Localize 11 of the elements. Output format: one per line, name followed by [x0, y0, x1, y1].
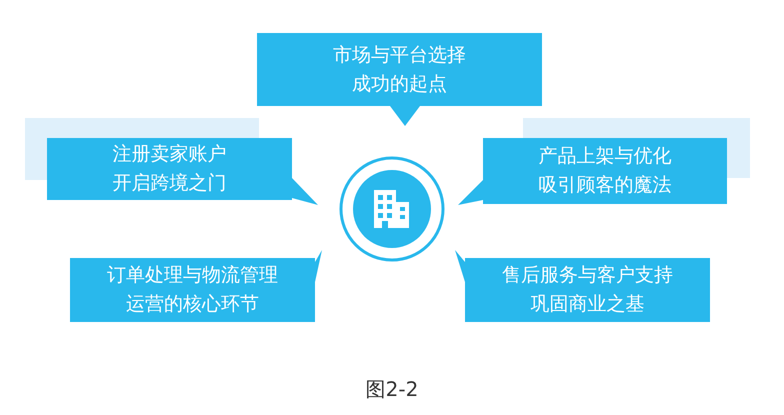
- callout-text: 巩固商业之基: [530, 292, 644, 317]
- callout-text: 运营的核心环节: [126, 292, 259, 317]
- callout-text: 售后服务与客户支持: [502, 263, 673, 288]
- callout-text: 开启跨境之门: [112, 171, 226, 196]
- callout-text: 市场与平台选择: [333, 42, 466, 68]
- callout-text: 注册卖家账户: [112, 142, 226, 167]
- callout-text: 订单处理与物流管理: [107, 263, 278, 288]
- callout-text: 成功的起点: [352, 72, 447, 96]
- figure-caption: 图2-2: [364, 376, 420, 403]
- callout-text: 吸引顾客的魔法: [538, 173, 672, 198]
- callout-text: 产品上架与优化: [538, 144, 672, 169]
